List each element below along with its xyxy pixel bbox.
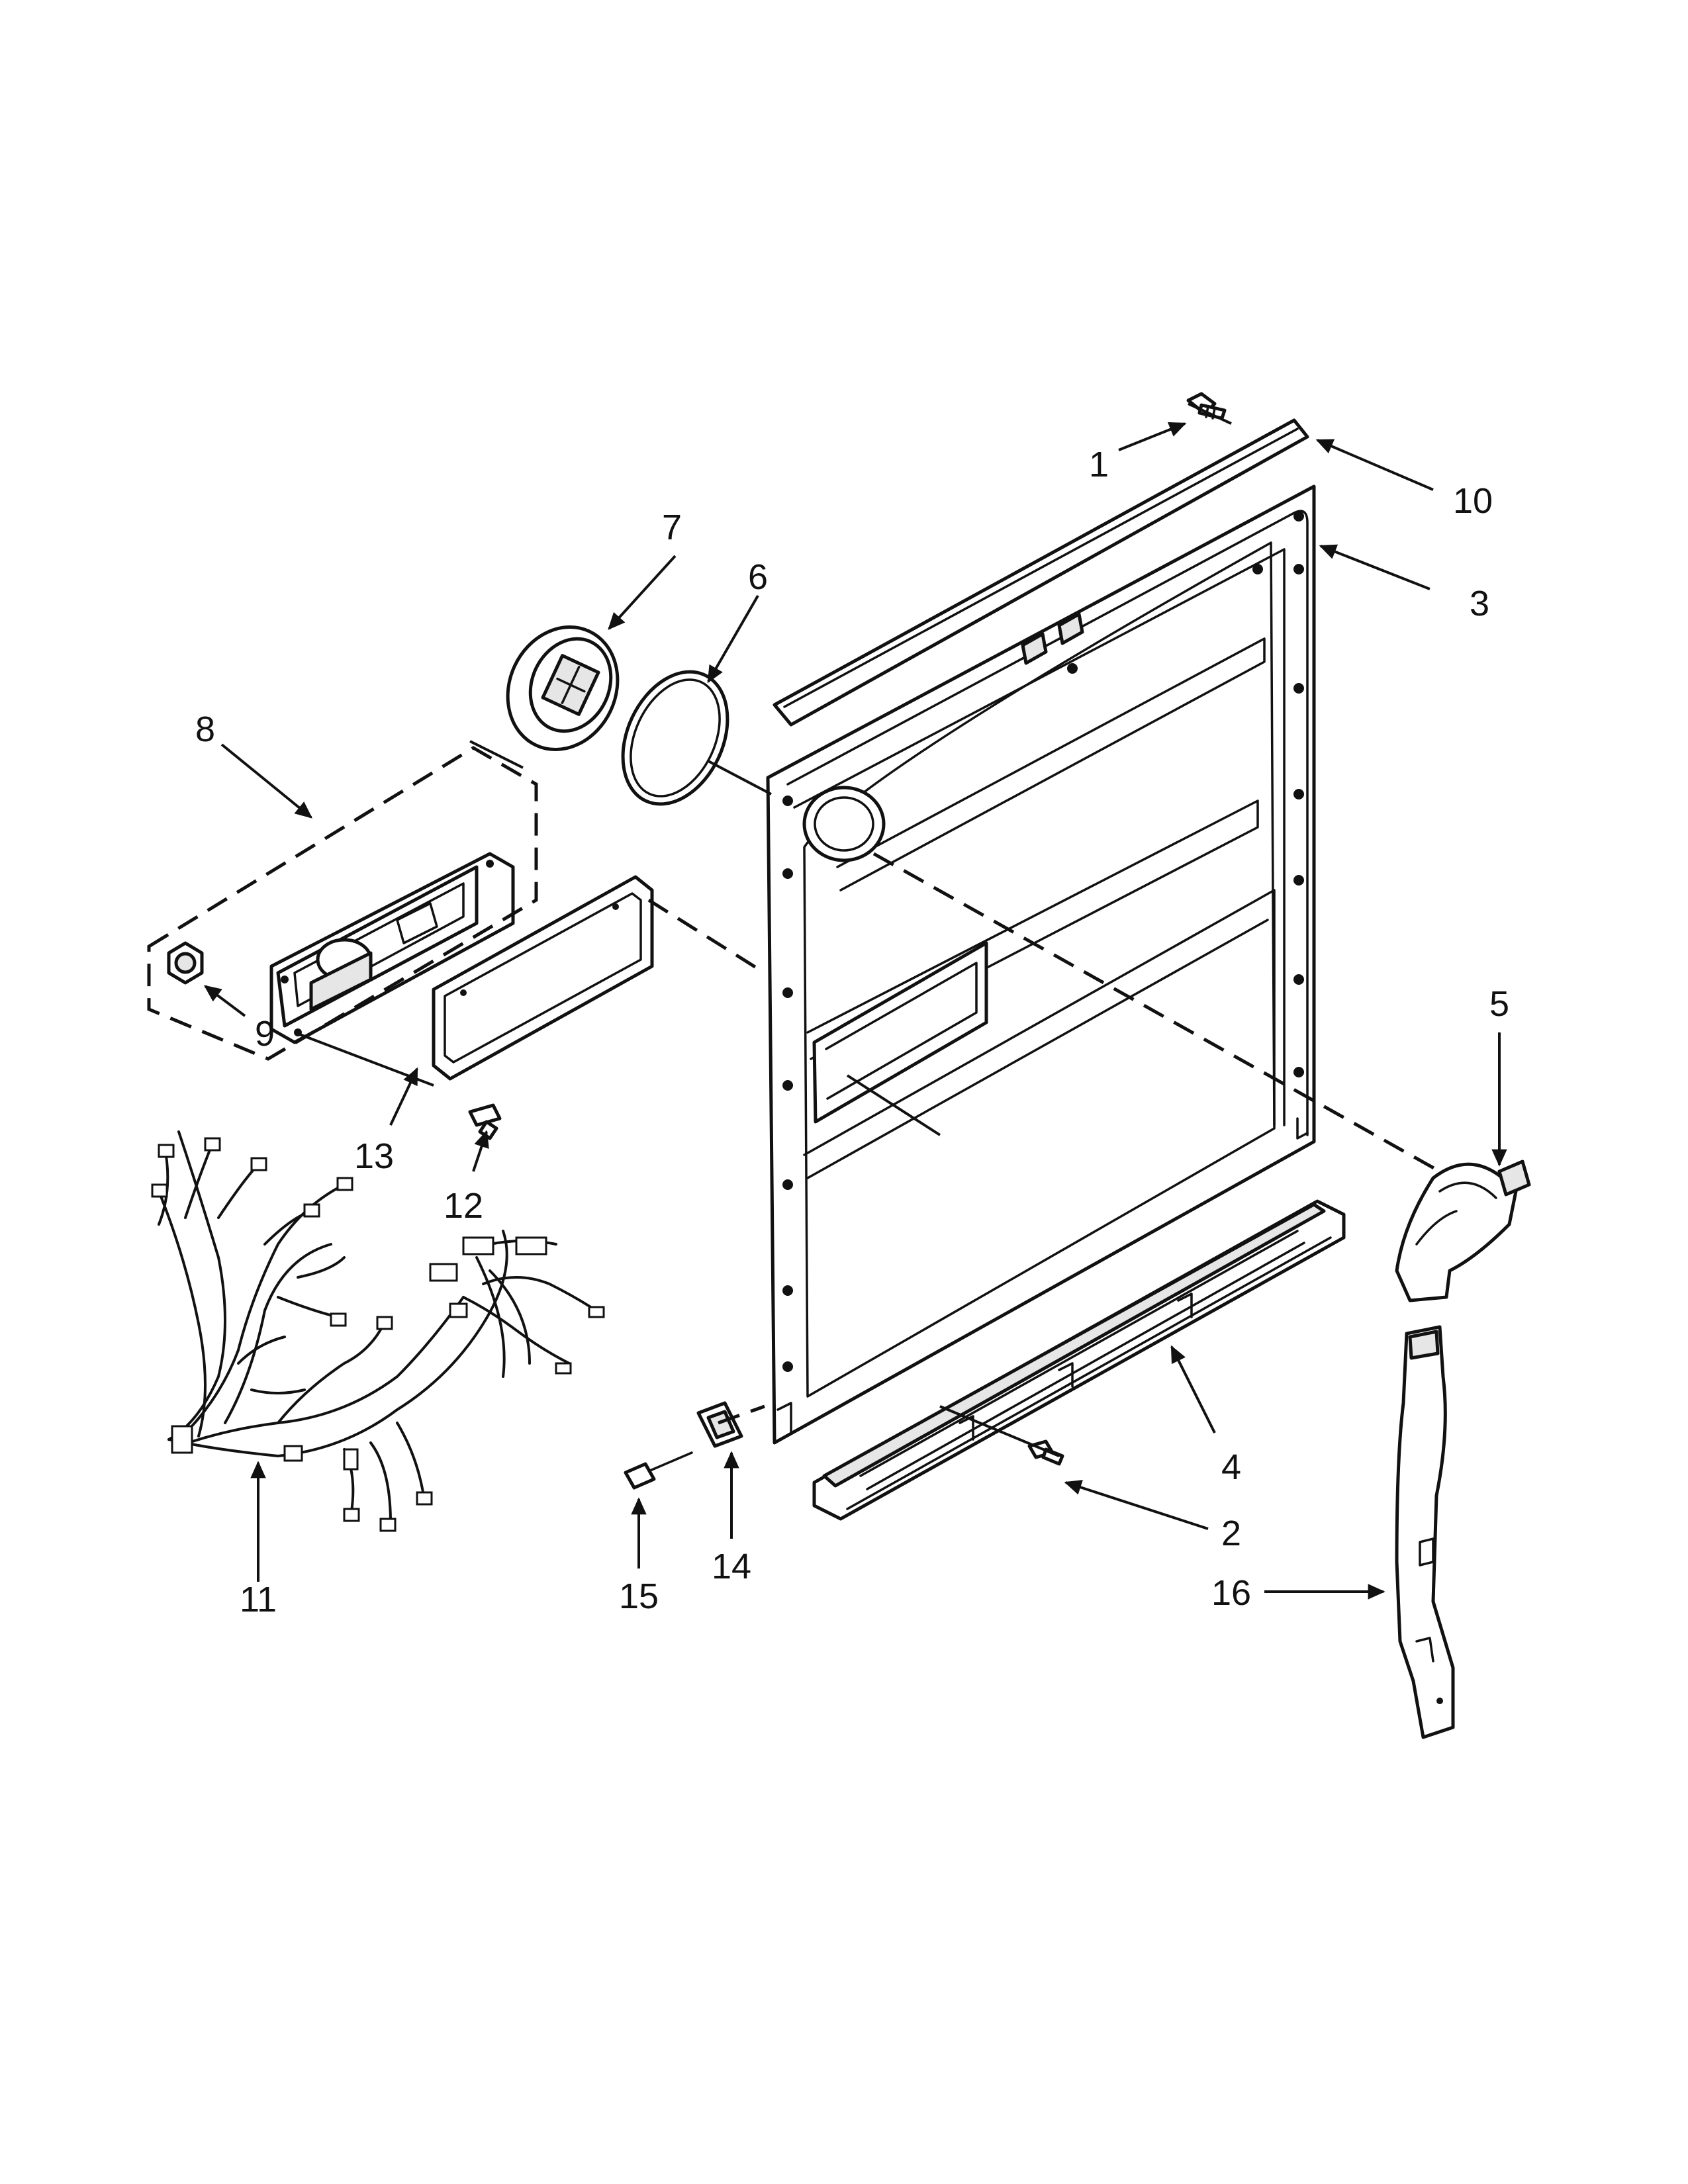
callout-4: 4 bbox=[1221, 1447, 1241, 1487]
wire-harness-part-11 bbox=[151, 1130, 605, 1532]
callout-14: 14 bbox=[712, 1547, 751, 1586]
callout-11: 11 bbox=[240, 1580, 277, 1619]
callout-12: 12 bbox=[444, 1186, 483, 1226]
callout-3: 3 bbox=[1470, 584, 1489, 623]
callout-9: 9 bbox=[255, 1014, 275, 1054]
dispenser-housing-part-8 bbox=[269, 852, 515, 1044]
top-strip-rail bbox=[773, 418, 1309, 727]
callout-7: 7 bbox=[662, 508, 682, 547]
callout-5: 5 bbox=[1489, 984, 1509, 1024]
gasket-ring-part-6 bbox=[621, 670, 729, 806]
screw-part-12 bbox=[468, 1103, 502, 1140]
callout-labels: 1 10 3 7 6 8 9 5 13 12 4 2 16 14 15 11 bbox=[195, 445, 1509, 1619]
assembly-guide-lines bbox=[147, 402, 1441, 1457]
callout-8: 8 bbox=[195, 709, 215, 749]
nut-part-9 bbox=[167, 941, 204, 985]
callout-16: 16 bbox=[1211, 1573, 1251, 1613]
callout-13: 13 bbox=[354, 1136, 394, 1176]
vent-assembly-part-5 bbox=[1395, 1160, 1531, 1302]
callout-10: 10 bbox=[1453, 481, 1493, 521]
inner-door-panel bbox=[766, 484, 1316, 1445]
callout-leaders bbox=[203, 422, 1507, 1600]
bottom-rail-part-4 bbox=[812, 1199, 1346, 1521]
callout-2: 2 bbox=[1221, 1514, 1241, 1553]
callout-6: 6 bbox=[748, 557, 768, 597]
dispenser-gasket-part-13 bbox=[432, 875, 654, 1081]
callout-1: 1 bbox=[1089, 445, 1109, 484]
callout-15: 15 bbox=[619, 1576, 659, 1616]
vent-cover-part-7 bbox=[506, 625, 620, 751]
vent-duct-part-16 bbox=[1395, 1325, 1455, 1739]
screw-part-15 bbox=[624, 1451, 693, 1490]
clip-part-14 bbox=[696, 1401, 743, 1448]
